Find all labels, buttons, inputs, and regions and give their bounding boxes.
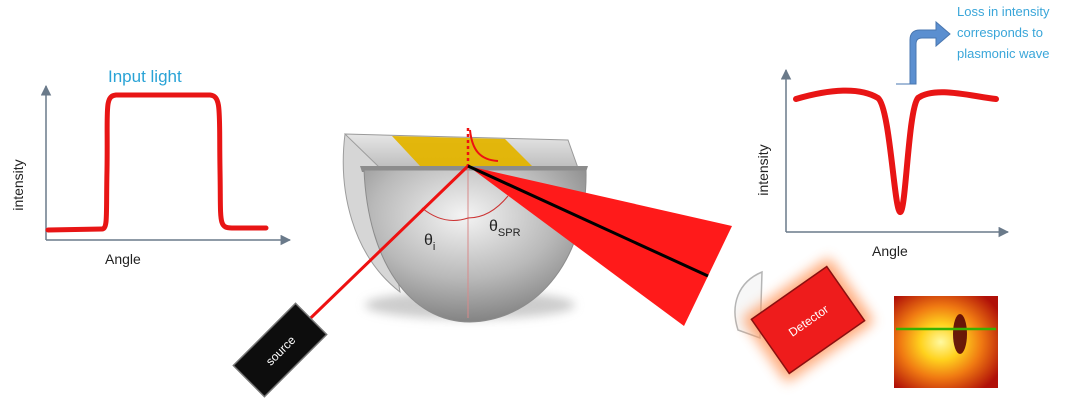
right-y-label: intensity xyxy=(755,144,771,195)
source-body xyxy=(232,302,328,398)
evanescent-curve xyxy=(469,129,499,162)
theta-spr-label: θSPR xyxy=(489,218,521,239)
detector-image xyxy=(894,296,998,388)
theta-spr-arc xyxy=(467,195,509,219)
detector: Detector xyxy=(734,258,873,382)
callout: Loss in intensity corresponds to plasmon… xyxy=(896,4,1050,85)
reflected-beam-cone xyxy=(468,166,732,326)
callout-line-3: plasmonic wave xyxy=(957,46,1050,61)
left-y-label: intensity xyxy=(10,159,26,210)
input-light-graph: Input light intensity Angle xyxy=(10,67,292,267)
detector-body xyxy=(750,265,866,375)
callout-line-2: corresponds to xyxy=(957,25,1043,40)
heatmap-dark-band xyxy=(953,314,967,354)
sprdip-curve xyxy=(793,87,999,216)
callout-line-1: Loss in intensity xyxy=(957,4,1050,19)
theta-i-arc xyxy=(421,207,469,221)
theta-i-label: θi xyxy=(424,232,435,253)
input-light-curve xyxy=(45,92,269,233)
reflected-light-graph: intensity Angle xyxy=(755,68,1010,259)
light-source: source xyxy=(232,302,328,398)
callout-arrow xyxy=(896,20,951,85)
left-graph-title: Input light xyxy=(108,67,182,86)
right-x-label: Angle xyxy=(872,243,908,259)
left-x-label: Angle xyxy=(105,251,141,267)
incident-beam xyxy=(288,164,470,340)
reflected-beam-center xyxy=(467,164,709,278)
light-beams xyxy=(288,164,732,340)
gold-film xyxy=(392,136,532,166)
